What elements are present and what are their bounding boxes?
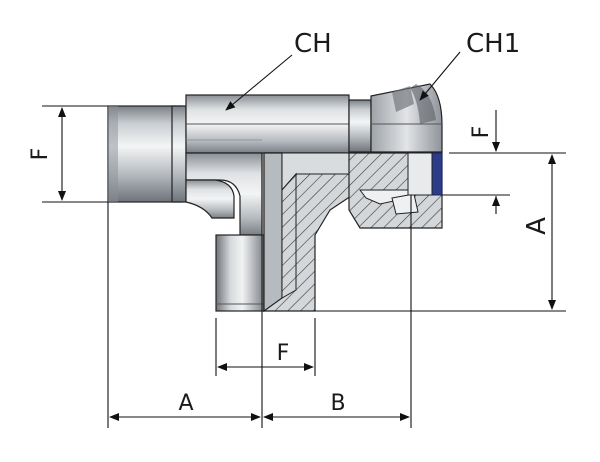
dimension-f-bottom <box>215 318 316 376</box>
dimension-a-b-bottom <box>107 195 412 428</box>
label-a-bottom: A <box>178 391 193 416</box>
label-f-bottom: F <box>277 341 290 366</box>
label-ch: CH <box>294 29 332 59</box>
dimension-a-right <box>315 152 566 312</box>
ch1-leader <box>419 51 461 101</box>
label-a-right: A <box>522 217 552 235</box>
dimension-f-left <box>42 105 108 203</box>
label-b-bottom: B <box>330 391 345 416</box>
swivel-nut <box>348 83 443 229</box>
ch-leader <box>225 54 293 111</box>
bottom-port <box>215 234 265 312</box>
label-ch1: CH1 <box>466 29 520 59</box>
label-f-left: F <box>28 148 53 161</box>
left-male-thread <box>107 105 187 203</box>
label-f-right: F <box>469 126 494 139</box>
tee-body <box>185 94 350 236</box>
dimension-f-right <box>442 110 510 214</box>
